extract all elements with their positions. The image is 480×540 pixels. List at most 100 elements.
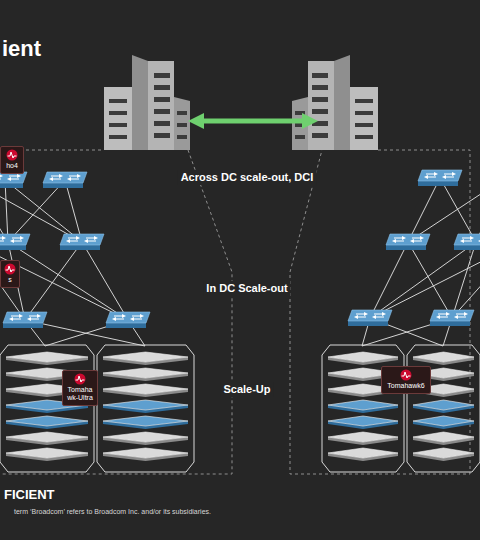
mesh-links (0, 178, 480, 346)
building-block (308, 61, 334, 150)
building-window (154, 109, 170, 114)
switch-arrow (69, 176, 79, 177)
building-window (312, 109, 328, 114)
switch-arrow (462, 238, 472, 239)
switch-arrow (114, 319, 124, 320)
network-link (452, 242, 476, 318)
rack-outline (407, 345, 480, 472)
server-rack (0, 345, 94, 472)
building-window (109, 123, 127, 127)
switch-icon (60, 234, 104, 250)
server-rack (322, 345, 404, 472)
rack-tray (328, 448, 398, 461)
tray-top (103, 448, 188, 458)
rack-tray (413, 352, 474, 365)
network-link (370, 242, 408, 318)
building-window (154, 85, 170, 90)
chip-box: Tomaha wk-Ultra (62, 370, 98, 406)
logo-disc (401, 370, 412, 381)
logo-disc (75, 374, 86, 385)
network-link (0, 242, 128, 320)
switch-arrow (394, 241, 404, 242)
building-window (109, 135, 127, 139)
network-link (408, 178, 480, 242)
tray-top (103, 432, 188, 442)
switch-side (43, 183, 83, 188)
chip-name: s (3, 276, 17, 284)
switch-icon (430, 310, 474, 326)
switch-arrow (11, 319, 21, 320)
rack-tray (413, 416, 474, 429)
network-link (452, 242, 480, 318)
building-window (355, 99, 373, 103)
tray-top (6, 416, 88, 426)
building-window (312, 85, 328, 90)
rack-outline (97, 345, 194, 472)
broadcom-logo (400, 369, 412, 381)
building-window (154, 133, 170, 138)
tray-top (103, 368, 188, 378)
switch-side (3, 323, 43, 328)
tray-top (413, 416, 474, 426)
network-link (0, 242, 25, 320)
rack-tray (103, 400, 188, 413)
switch-icon (454, 234, 480, 250)
tray-top (413, 352, 474, 362)
switch-arrow (374, 314, 384, 315)
switch-icon (348, 310, 392, 326)
broadcom-logo (6, 149, 18, 161)
rack-tray (103, 384, 188, 397)
switch-side (454, 245, 480, 250)
rack-tray (6, 432, 88, 445)
building-window (154, 97, 170, 102)
tray-top (328, 400, 398, 410)
switch-arrow (86, 241, 96, 242)
switch-side (418, 181, 458, 186)
building-window (295, 123, 305, 127)
tray-top (328, 416, 398, 426)
broadcom-logo (74, 373, 86, 385)
tier-label: In DC Scale-out (203, 281, 290, 296)
switch-arrow (0, 241, 4, 242)
server-rack (97, 345, 194, 472)
tray-top (103, 400, 188, 410)
switch-side (430, 321, 470, 326)
tray-top (328, 432, 398, 442)
switch-top (0, 234, 30, 245)
switch-icon (0, 234, 30, 250)
switch-arrow (132, 319, 142, 320)
rack-tray (6, 416, 88, 429)
server-rack (407, 345, 480, 472)
tray-top (103, 352, 188, 362)
switch-side (348, 321, 388, 326)
rack-tray (103, 448, 188, 461)
switch-top (106, 312, 150, 323)
building-window (295, 111, 305, 115)
rack-tray (103, 352, 188, 365)
switch-icon (3, 312, 47, 328)
switch-side (60, 245, 100, 250)
switch-icon (386, 234, 430, 250)
switch-arrow (438, 317, 448, 318)
tray-top (413, 432, 474, 442)
tray-top (103, 384, 188, 394)
chip-box: s (0, 260, 20, 288)
legal-footnote: term ‘Broadcom’ refers to Broadcom Inc. … (14, 508, 211, 516)
switch-arrow (114, 316, 124, 317)
tray-top (328, 448, 398, 458)
network-link (476, 178, 480, 242)
tray-top (328, 352, 398, 362)
rack-tray (328, 432, 398, 445)
chip-name: Tomahawk6 (384, 382, 428, 390)
switch-top (430, 310, 474, 321)
network-link (0, 180, 82, 242)
switch-arrow (69, 179, 79, 180)
switch-arrow (12, 241, 22, 242)
tray-top (103, 416, 188, 426)
building-window (177, 111, 187, 115)
switch-arrow (456, 317, 466, 318)
building-window (109, 99, 127, 103)
switch-arrow (9, 176, 19, 177)
building-block (174, 97, 190, 150)
